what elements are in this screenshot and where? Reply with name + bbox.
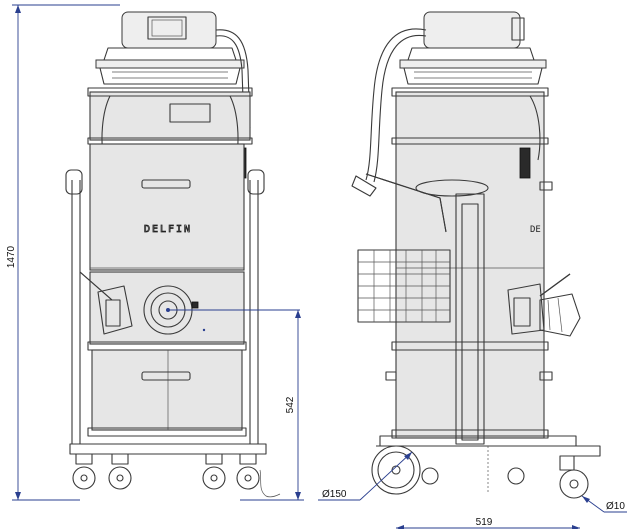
- front-caster-right: [236, 453, 260, 490]
- dimension-width: 519: [396, 517, 580, 529]
- side-caster-mid-2: [507, 467, 525, 485]
- front-brand-label: DELFIN: [144, 224, 192, 235]
- dimension-label-width: 519: [476, 517, 493, 528]
- side-caster-mid-1: [421, 467, 439, 485]
- side-basket: [357, 249, 451, 323]
- front-view: DELFIN: [65, 11, 281, 498]
- dimension-label-wheel-large: Ø150: [322, 489, 347, 500]
- dimension-label-inlet-height: 542: [285, 396, 296, 413]
- side-wheel-small: [559, 455, 589, 499]
- front-caster-left: [72, 453, 96, 490]
- dimension-wheel-large: Ø150: [318, 451, 413, 501]
- dimension-label-total-height: 1470: [6, 245, 17, 268]
- dimension-label-wheel-small: Ø10: [606, 501, 625, 512]
- side-wheel-large: [371, 445, 421, 495]
- front-caster-2: [108, 453, 132, 490]
- dimension-wheel-small: Ø10: [581, 495, 627, 513]
- side-view: DE: [351, 11, 601, 499]
- front-caster-3: [202, 453, 226, 490]
- dimension-inlet-height: 542: [168, 309, 304, 501]
- dimension-total-height: 1470: [6, 4, 120, 501]
- side-brand-label: DE: [530, 225, 541, 235]
